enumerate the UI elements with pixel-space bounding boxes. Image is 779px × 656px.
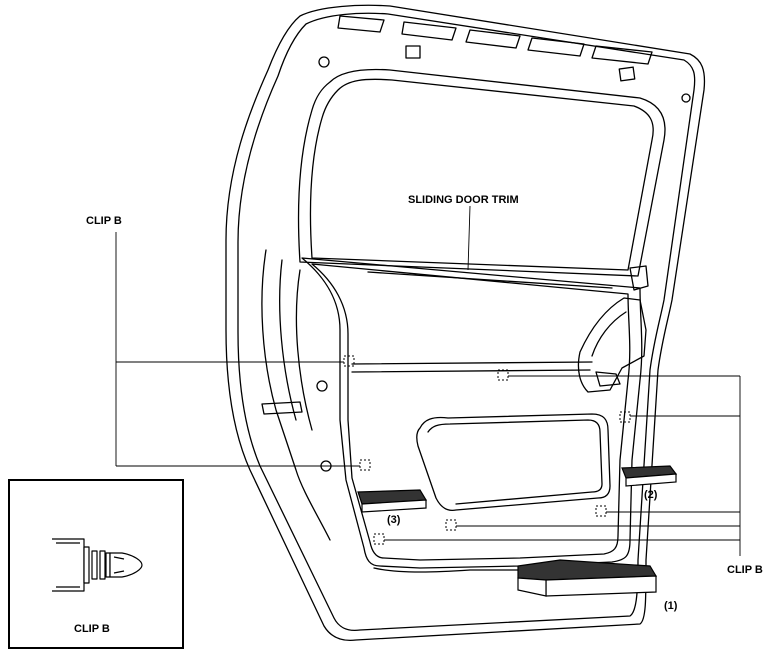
clip-b-detail-inset: CLIP B [8,479,184,649]
clip-marker-d [359,459,371,471]
door-body-outline [225,4,706,642]
clip-b-detail-drawing [52,538,143,592]
part-3 [357,489,428,513]
clip-b-inset-label: CLIP B [74,623,110,635]
door-inner-outline [237,12,696,632]
clip-marker-e [595,505,607,517]
armrest-line [351,361,593,365]
part-2 [621,465,678,487]
trim-panel-inner [311,263,631,561]
window-inner [309,78,654,271]
clip-markers [343,355,631,545]
left-pillar [261,249,331,541]
top-rail-slots [318,15,691,103]
inner-handle [577,297,647,393]
clip-marker-c [619,411,631,423]
clip-b-right-label: CLIP B [727,564,763,576]
part-1 [517,559,658,597]
left-handle-slot [261,401,303,415]
clip-marker-g [373,533,385,545]
window-opening [297,68,666,277]
callout-2-label: (2) [644,489,658,501]
door-pocket [416,413,611,512]
clip-marker-a [343,355,355,367]
leader-lines [115,205,741,556]
clip-b-left-label: CLIP B [86,215,122,227]
callout-1-label: (1) [664,600,678,612]
trim-bottom [373,567,521,573]
clip-marker-f [445,519,457,531]
sliding-door-trim-label: SLIDING DOOR TRIM [408,194,519,206]
clip-marker-b [497,369,509,381]
callout-3-label: (3) [387,514,401,526]
trim-panel-outline [301,257,643,569]
